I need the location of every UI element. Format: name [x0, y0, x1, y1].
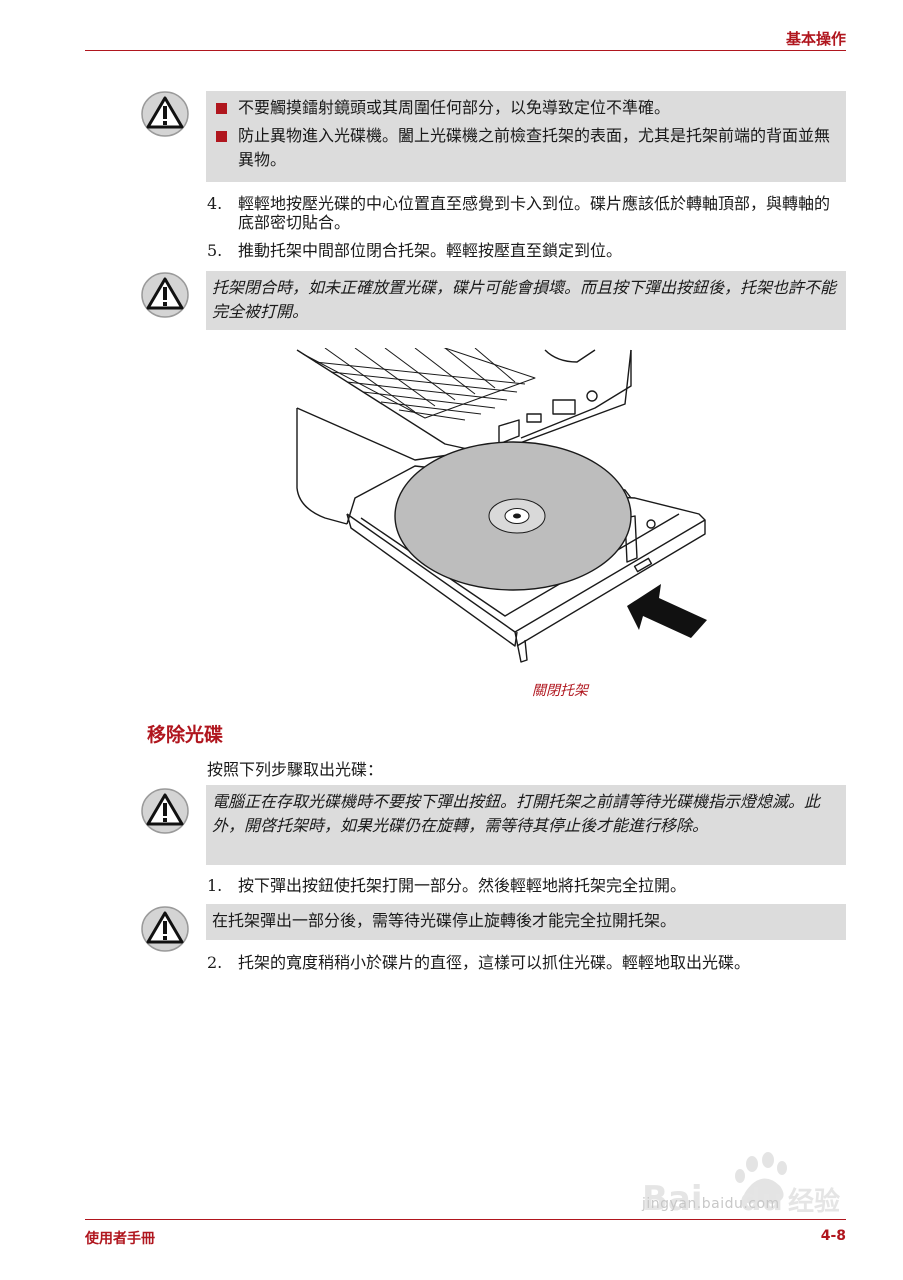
header-rule — [85, 50, 846, 51]
section-heading: 移除光碟 — [147, 724, 224, 746]
figure-caption: 關閉托架 — [532, 683, 588, 699]
step-4: 4. 輕輕地按壓光碟的中心位置直至感覺到卡入到位。碟片應該低於轉軸頂部，與轉軸的… — [207, 194, 831, 232]
baidu-watermark-logo: Bai du 经验 — [642, 1152, 840, 1219]
footer-rule — [85, 1219, 846, 1220]
running-header: 基本操作 — [785, 30, 846, 48]
warning-box-3: 電腦正在存取光碟機時不要按下彈出按鈕。打開托架之前請等待光碟機指示燈熄滅。此外，… — [206, 785, 846, 865]
step-5: 5. 推動托架中間部位閉合托架。輕輕按壓直至鎖定到位。 — [207, 241, 623, 260]
warning-icon — [141, 272, 189, 318]
svg-text:du: du — [740, 1183, 783, 1218]
warning-bullet-item: 防止異物進入光碟機。闔上光碟機之前檢查托架的表面，尤其是托架前端的背面並無異物。 — [212, 124, 840, 172]
bullet-square — [216, 103, 227, 114]
warning-icon — [141, 906, 189, 952]
warning-icon — [141, 788, 189, 834]
warning-box-1: 不要觸摸鐳射鏡頭或其周圍任何部分，以免導致定位不準確。 防止異物進入光碟機。闔上… — [206, 91, 846, 182]
watermark-url: jingyan.baidu.com — [642, 1196, 780, 1212]
svg-text:Bai: Bai — [642, 1179, 703, 1219]
bullet-square — [216, 131, 227, 142]
closing-tray-illustration — [296, 348, 707, 663]
section-intro: 按照下列步驟取出光碟： — [207, 760, 384, 779]
svg-text:经验: 经验 — [788, 1186, 840, 1217]
footer-title: 使用者手冊 — [85, 1231, 155, 1247]
remove-step-2: 2. 托架的寬度稍稍小於碟片的直徑，這樣可以抓住光碟。輕輕地取出光碟。 — [207, 953, 751, 972]
warning-box-2: 托架閉合時，如未正確放置光碟，碟片可能會損壞。而且按下彈出按鈕後，托架也許不能完… — [206, 271, 846, 330]
warning-bullet-item: 不要觸摸鐳射鏡頭或其周圍任何部分，以免導致定位不準確。 — [212, 96, 840, 120]
warning-icon — [141, 91, 189, 137]
page-number: 4-8 — [820, 1228, 846, 1244]
warning-box-4: 在托架彈出一部分後，需等待光碟停止旋轉後才能完全拉開托架。 — [206, 904, 846, 940]
remove-step-1: 1. 按下彈出按鈕使托架打開一部分。然後輕輕地將托架完全拉開。 — [207, 876, 687, 895]
